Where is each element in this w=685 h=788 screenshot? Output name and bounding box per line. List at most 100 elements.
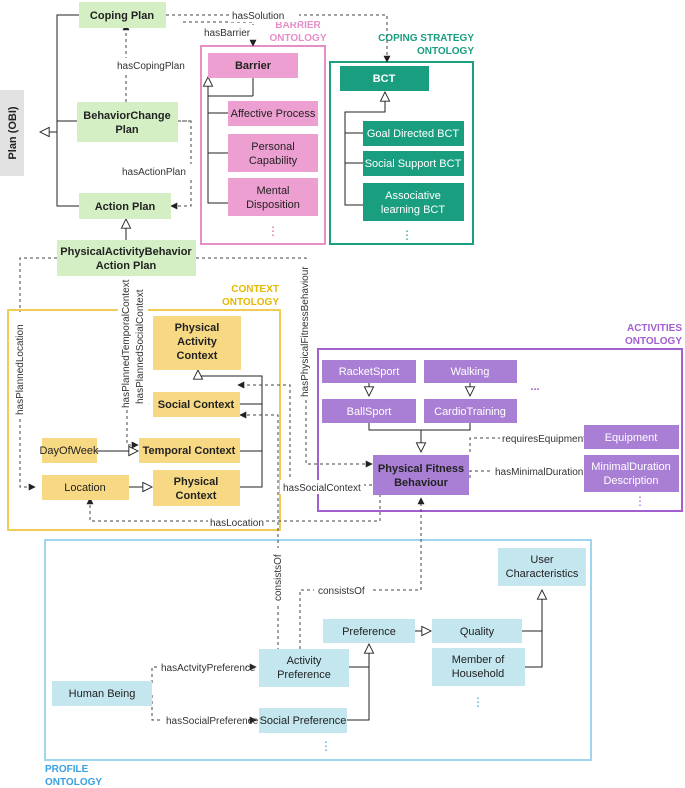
activity-preference-node: Activity Preference [259,649,349,687]
user-characteristics-label-1: User [530,554,554,566]
activities-region-title-1: ACTIVITIES [627,323,682,334]
cardio-training-label: CardioTraining [434,406,506,418]
has-planned-social-context-label: hasPlannedSocialContext [135,289,146,404]
affective-process-label: Affective Process [231,108,316,120]
day-of-week-label: DayOfWeek [39,445,99,457]
plan-obi-label: Plan (OBI) [7,106,19,160]
requires-equipment-label: requiresEquipment [502,434,586,445]
pa-behavior-action-plan-node: PhysicalActivityBehavior Action Plan [57,240,196,276]
ball-sport-label: BallSport [347,406,392,418]
minimal-duration-label-2: Description [603,475,658,487]
cardio-training-node: CardioTraining [424,399,517,423]
has-minimal-duration-label: hasMinimalDuration [495,467,583,478]
coping-strategy-ontology-region: COPING STRATEGY ONTOLOGY [329,33,474,245]
social-context-label: Social Context [158,399,235,411]
day-of-week-node: DayOfWeek [39,438,99,463]
edge-labels: hasSolution hasBarrier hasCopingPlan has… [13,8,586,727]
has-planned-location-label: hasPlannedLocation [15,324,26,415]
barrier-label: Barrier [235,60,272,72]
has-solution-label: hasSolution [232,11,284,22]
bct-node: BCT [340,66,429,91]
preference-label: Preference [342,626,396,638]
coping-region-title-2: ONTOLOGY [417,46,474,57]
social-support-bct-node: Social Support BCT [363,151,464,176]
physical-context-node: Physical Context [153,470,240,506]
has-location-label: hasLocation [210,518,264,529]
associative-learning-bct-node: Associative learning BCT [363,183,464,221]
goal-directed-bct-label: Goal Directed BCT [367,128,460,140]
physical-fitness-behaviour-label-1: Physical Fitness [378,463,464,475]
mental-disposition-node: Mental Disposition [228,178,318,216]
has-social-context-label: hasSocialContext [283,483,361,494]
minimal-duration-label-1: MinimalDuration [591,461,670,473]
location-node: Location [42,475,129,500]
bct-label: BCT [373,73,396,85]
social-support-bct-label: Social Support BCT [365,158,462,170]
behavior-change-plan-node: BehaviorChange Plan [77,102,178,142]
has-planned-temporal-context-label: hasPlannedTemporalContext [121,279,132,408]
pa-behavior-action-plan-label-2: Action Plan [96,260,157,272]
associative-learning-bct-label-2: learning BCT [381,204,445,216]
social-context-node: Social Context [153,392,240,417]
quality-label: Quality [460,626,495,638]
physical-fitness-behaviour-label-2: Behaviour [394,477,449,489]
goal-directed-bct-node: Goal Directed BCT [363,121,464,146]
human-being-label: Human Being [69,688,136,700]
has-social-preference-label: hasSocialPreference [166,716,259,727]
user-characteristics-label-2: Characteristics [506,568,579,580]
profile-more-dots-bottom: ⋮ [320,739,332,753]
barrier-ontology-region: BARRIER ONTOLOGY [200,20,327,245]
bct-more-dots: ⋮ [401,228,413,242]
consists-of-vertical-label: consistsOf [273,554,284,601]
profile-ontology-region: PROFILE ONTOLOGY [44,539,592,788]
quality-node: Quality [432,619,522,643]
behavior-change-plan-label-2: Plan [115,124,139,136]
member-of-household-label-2: Household [452,668,505,680]
equipment-label: Equipment [605,432,658,444]
physical-activity-context-label-2: Activity [177,336,218,348]
associative-learning-bct-label-1: Associative [385,190,441,202]
personal-capability-label-1: Personal [251,141,294,153]
preference-node: Preference [323,619,415,643]
has-activity-preference-label: hasActvityPreference [161,663,256,674]
behavior-change-plan-label-1: BehaviorChange [83,110,170,122]
member-of-household-label-1: Member of [452,654,506,666]
physical-activity-context-label-1: Physical [175,322,220,334]
barrier-region-title-2: ONTOLOGY [269,33,326,44]
human-being-node: Human Being [52,681,152,706]
minimal-duration-description-node: MinimalDuration Description [584,455,679,492]
activities-region-title-2: ONTOLOGY [625,336,682,347]
action-plan-node: Action Plan [79,193,171,219]
personal-capability-label-2: Capability [249,155,298,167]
racket-sport-node: RacketSport [322,360,416,383]
physical-fitness-behaviour-node: Physical Fitness Behaviour [373,455,469,495]
action-plan-label: Action Plan [95,201,156,213]
personal-capability-node: Personal Capability [228,134,318,172]
affective-process-node: Affective Process [228,101,318,126]
has-coping-plan-label: hasCopingPlan [117,61,185,72]
temporal-context-label: Temporal Context [143,445,236,457]
activity-preference-label-1: Activity [287,655,322,667]
equipment-node: Equipment [584,425,679,449]
activities-more-dots: ... [530,381,539,393]
activities-ontology-region: ACTIVITIES ONTOLOGY [317,323,683,512]
pa-behavior-action-plan-label-1: PhysicalActivityBehavior [60,246,192,258]
has-physical-fitness-behaviour-label: hasPhysicalFitnessBehaviour [300,266,311,397]
location-label: Location [64,482,106,494]
temporal-context-node: Temporal Context [139,438,240,463]
activity-preference-label-2: Preference [277,669,331,681]
ball-sport-node: BallSport [322,399,416,423]
plan-obi-node: Plan (OBI) [0,90,24,176]
mental-disposition-label-1: Mental [256,185,289,197]
physical-activity-context-node: Physical Activity Context [153,316,241,370]
coping-plan-node: Coping Plan [79,2,166,28]
mental-disposition-label-2: Disposition [246,199,300,211]
social-preference-label: Social Preference [260,715,347,727]
racket-sport-label: RacketSport [339,366,400,378]
coping-plan-label: Coping Plan [90,10,154,22]
has-barrier-label: hasBarrier [204,28,251,39]
consists-of-label: consistsOf [318,586,365,597]
has-action-plan-label: hasActionPlan [122,167,186,178]
physical-context-label-1: Physical [174,476,219,488]
